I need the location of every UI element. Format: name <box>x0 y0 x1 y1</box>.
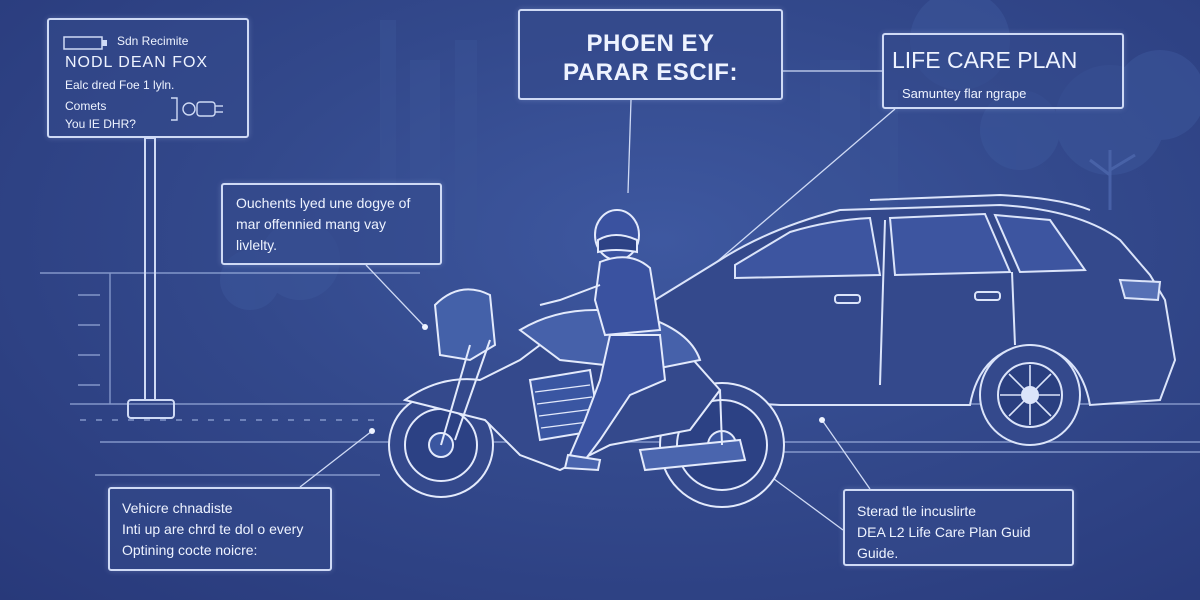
life-care-plan-title: LIFE CARE PLAN <box>892 47 1078 73</box>
sign-line-1: Sdn Recimite <box>117 34 189 48</box>
street-sign-panel: Sdn Recimite NODL DEAN FOX Ealc dred Foe… <box>47 18 249 138</box>
title-box: PHOEN EY PARAR ESCIF: <box>518 9 783 100</box>
note-bottom-right-line: Sterad tle incuslirte <box>857 503 977 519</box>
plug-connector-icon <box>171 97 223 121</box>
rider-icon <box>539 209 667 472</box>
sign-line-3: Ealc dred Foe 1 lyln. <box>65 78 175 92</box>
battery-icon <box>63 36 107 50</box>
note-bottom-right-line: Guide. <box>857 545 899 561</box>
note-top-left-line: Ouchents lyed une dogye of <box>236 195 411 211</box>
note-top-left-line: mar offennied mang vay <box>236 216 386 232</box>
note-bottom-right-line: DEA L2 Life Care Plan Guid <box>857 524 1031 540</box>
sign-line-2: NODL DEAN FOX <box>65 54 209 71</box>
note-top-left: Ouchents lyed une dogye of mar offennied… <box>221 183 442 265</box>
title-line-2: PARAR ESCIF: <box>563 59 738 86</box>
life-care-plan-subtitle: Samuntey flar ngrape <box>902 86 1027 101</box>
sign-line-5: You IE DHR? <box>65 117 136 131</box>
life-care-plan-box: LIFE CARE PLAN Samuntey flar ngrape <box>882 33 1124 109</box>
note-top-left-line: livlelty. <box>236 237 277 253</box>
tree-trunk-lines <box>1089 150 1136 210</box>
title-line-1: PHOEN EY <box>586 30 715 57</box>
note-bottom-right: Sterad tle incuslirte DEA L2 Life Care P… <box>843 489 1074 566</box>
note-bottom-left: Vehicre chnadiste Inti up are chrd te do… <box>108 487 332 571</box>
sign-line-4: Comets <box>65 99 107 113</box>
note-bottom-left-line: Inti up are chrd te dol o every <box>122 521 304 537</box>
note-bottom-left-line: Optining cocte noicre: <box>122 542 258 558</box>
note-bottom-left-line: Vehicre chnadiste <box>122 500 233 516</box>
suv-icon <box>654 193 1177 446</box>
sign-post-icon <box>127 137 175 419</box>
connector-lines <box>299 70 896 531</box>
